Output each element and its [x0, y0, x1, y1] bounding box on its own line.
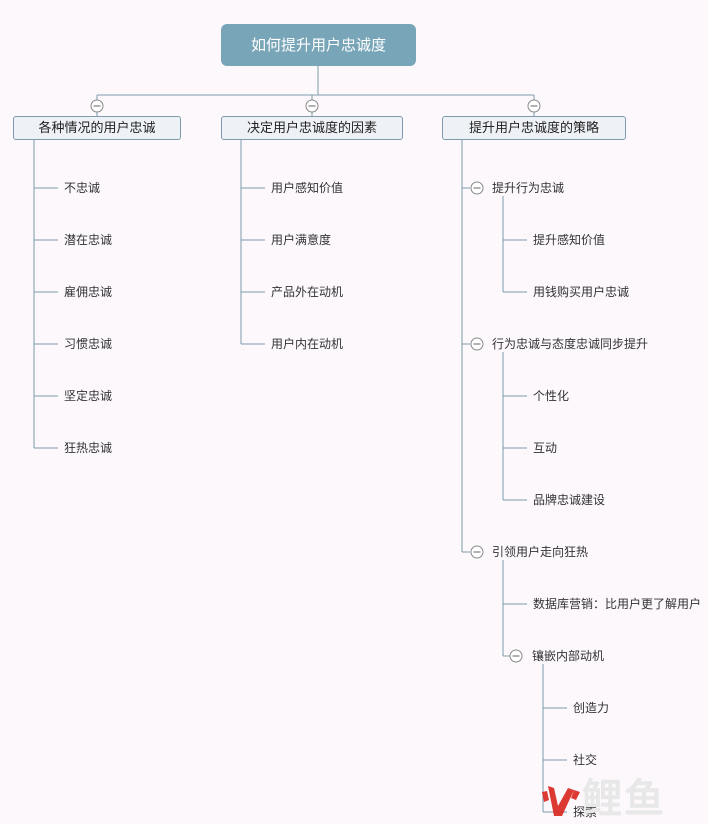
leaf-topic[interactable]: 社交: [573, 753, 598, 767]
root-topic[interactable]: 如何提升用户忠诚度: [221, 24, 416, 66]
leaf-topic[interactable]: 探索: [573, 805, 598, 819]
group-topic[interactable]: 行为忠诚与态度忠诚同步提升: [492, 337, 649, 351]
minus-circle-icon[interactable]: [305, 99, 319, 113]
leaf-topic[interactable]: 产品外在动机: [271, 285, 344, 299]
leaf-topic[interactable]: 雇佣忠诚: [64, 285, 113, 299]
minus-circle-icon[interactable]: [90, 99, 104, 113]
watermark-text: 鲤鱼: [582, 776, 666, 822]
leaf-topic[interactable]: 狂热忠诚: [64, 441, 113, 455]
branch-topic-loyalty-factors[interactable]: 决定用户忠诚度的因素: [221, 116, 403, 140]
leaf-topic[interactable]: 创造力: [573, 701, 610, 715]
group-topic[interactable]: 引领用户走向狂热: [492, 545, 589, 559]
leaf-topic[interactable]: 个性化: [533, 389, 570, 403]
minus-circle-icon[interactable]: [470, 181, 484, 195]
minus-circle-icon[interactable]: [470, 545, 484, 559]
minus-circle-icon[interactable]: [509, 649, 523, 663]
watermark-logo: [542, 786, 580, 816]
leaf-topic[interactable]: 品牌忠诚建设: [533, 493, 606, 507]
minus-circle-icon[interactable]: [470, 337, 484, 351]
leaf-topic[interactable]: 坚定忠诚: [64, 389, 113, 403]
minus-circle-icon[interactable]: [527, 99, 541, 113]
leaf-topic[interactable]: 提升感知价值: [533, 233, 606, 247]
group-topic[interactable]: 提升行为忠诚: [492, 181, 565, 195]
leaf-topic[interactable]: 数据库营销：比用户更了解用户: [533, 597, 702, 611]
branch-topic-loyalty-types[interactable]: 各种情况的用户忠诚: [13, 116, 181, 140]
leaf-topic[interactable]: 互动: [533, 441, 558, 455]
branch-topic-loyalty-strategies[interactable]: 提升用户忠诚度的策略: [442, 116, 626, 140]
leaf-topic[interactable]: 习惯忠诚: [64, 337, 113, 351]
leaf-topic[interactable]: 用户满意度: [271, 233, 332, 247]
group-topic[interactable]: 镶嵌内部动机: [532, 649, 605, 663]
leaf-topic[interactable]: 潜在忠诚: [64, 233, 113, 247]
leaf-topic[interactable]: 不忠诚: [64, 181, 101, 195]
leaf-topic[interactable]: 用户内在动机: [271, 337, 344, 351]
leaf-topic[interactable]: 用户感知价值: [271, 181, 344, 195]
leaf-topic[interactable]: 用钱购买用户忠诚: [533, 285, 630, 299]
